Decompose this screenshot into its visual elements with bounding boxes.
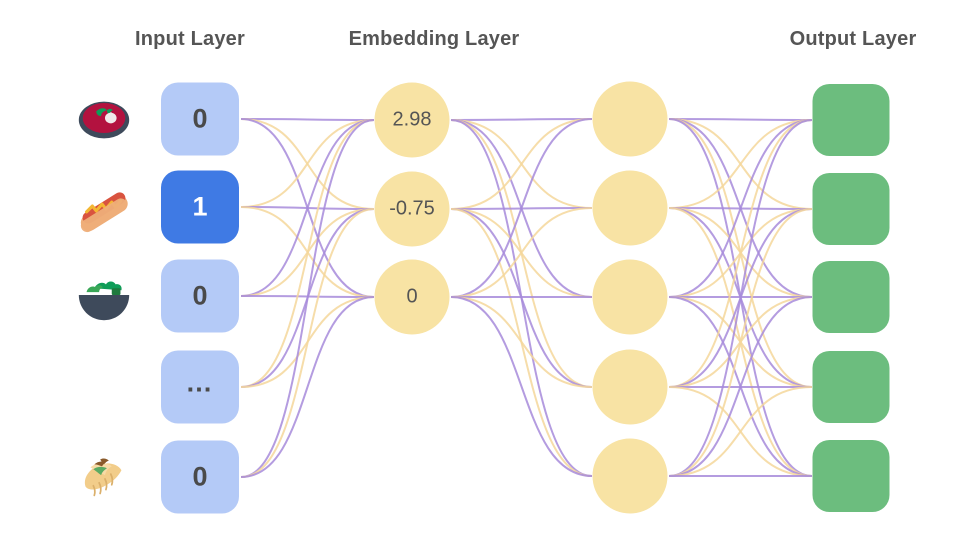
edge xyxy=(240,118,375,121)
edge xyxy=(240,206,375,298)
edge xyxy=(240,296,375,388)
hidden-node-3[interactable] xyxy=(592,259,668,335)
hotdog-icon xyxy=(73,176,135,238)
edge xyxy=(450,296,593,477)
input-to-embedding xyxy=(240,118,375,478)
input-node-5[interactable]: 0 xyxy=(161,440,239,514)
input-node-2[interactable]: 1 xyxy=(161,170,239,244)
salad-icon xyxy=(73,265,135,327)
edge xyxy=(668,296,813,388)
edge xyxy=(240,119,375,478)
embedding-node-2[interactable]: -0.75 xyxy=(374,171,450,247)
hidden-node-1[interactable] xyxy=(592,81,668,157)
edge xyxy=(240,118,375,298)
edge xyxy=(450,208,593,388)
edge xyxy=(450,207,593,298)
edge xyxy=(668,296,813,388)
embedding-node-3[interactable]: 0 xyxy=(374,259,450,335)
edge xyxy=(240,118,375,210)
edge xyxy=(240,295,375,298)
edge xyxy=(450,118,593,298)
edge xyxy=(240,208,375,388)
edge xyxy=(240,208,375,297)
output-node-1[interactable] xyxy=(812,84,890,156)
embedding-node-1[interactable]: 2.98 xyxy=(374,82,450,158)
burrito-icon xyxy=(73,446,135,508)
embedding-to-hidden xyxy=(450,118,593,477)
output-node-2[interactable] xyxy=(812,173,890,245)
header-input-layer: Input Layer xyxy=(135,28,245,50)
edge xyxy=(668,207,813,477)
hidden-node-2[interactable] xyxy=(592,170,668,246)
edge xyxy=(668,208,813,477)
edge xyxy=(450,208,593,477)
edge xyxy=(450,118,593,121)
edge xyxy=(668,296,813,477)
edge xyxy=(450,119,593,388)
edge xyxy=(668,118,813,210)
edge xyxy=(668,386,813,477)
header-output-layer: Output Layer xyxy=(789,28,917,50)
edge xyxy=(668,207,813,210)
input-node-1[interactable]: 0 xyxy=(161,82,239,156)
edge xyxy=(450,208,593,298)
hidden-node-4[interactable] xyxy=(592,349,668,425)
edge xyxy=(240,119,375,388)
edge xyxy=(668,119,813,209)
input-node-3[interactable]: 0 xyxy=(161,259,239,333)
edge xyxy=(668,208,813,298)
edge xyxy=(668,118,813,121)
input-node-4[interactable]: … xyxy=(161,350,239,424)
header-embedding-layer: Embedding Layer xyxy=(348,28,520,50)
output-node-3[interactable] xyxy=(812,261,890,333)
hidden-node-5[interactable] xyxy=(592,438,668,514)
stew-icon xyxy=(73,88,135,150)
edge xyxy=(450,119,593,209)
edge xyxy=(668,119,813,298)
edge xyxy=(450,207,593,210)
edge xyxy=(668,386,813,477)
edge xyxy=(668,296,813,477)
edge xyxy=(450,118,593,210)
edge xyxy=(450,119,593,477)
edge xyxy=(240,206,375,210)
hidden-to-output xyxy=(668,118,813,478)
output-node-4[interactable] xyxy=(812,351,890,423)
edge xyxy=(240,208,375,478)
edge xyxy=(668,118,813,477)
edge xyxy=(240,119,375,208)
edge xyxy=(668,119,813,388)
edge xyxy=(450,296,593,388)
edge xyxy=(240,119,375,297)
output-node-5[interactable] xyxy=(812,440,890,512)
edge xyxy=(668,207,813,298)
edge xyxy=(668,119,813,477)
edge xyxy=(668,118,813,388)
edge xyxy=(668,118,813,298)
edge xyxy=(240,296,375,478)
edge xyxy=(668,207,813,388)
edge xyxy=(668,208,813,388)
edge xyxy=(450,119,593,298)
